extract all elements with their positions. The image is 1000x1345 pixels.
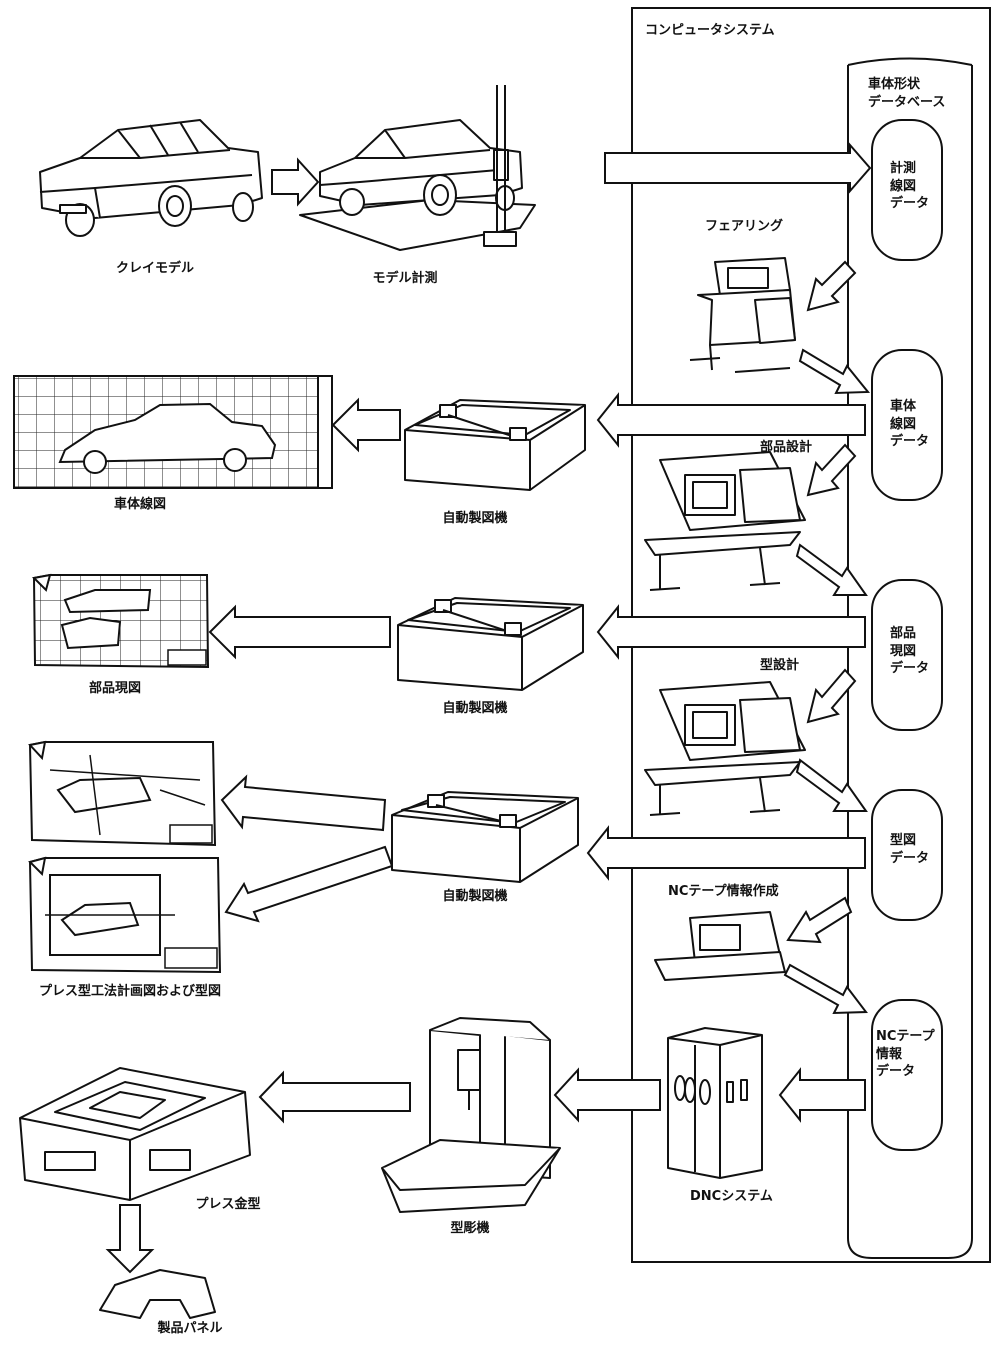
die-plan-sheet-2 xyxy=(28,856,222,974)
dnc-cabinet-drawing xyxy=(667,1027,763,1179)
body-lines-label: 車体線図 xyxy=(113,497,167,512)
plotter-1-drawing xyxy=(404,399,586,491)
milling-machine-label: 型彫機 xyxy=(450,1221,490,1236)
clay-model-car-drawing xyxy=(39,119,263,237)
part-design-label: 部品設計 xyxy=(760,440,813,455)
press-die-drawing xyxy=(19,1067,251,1201)
die-plan-sheet-1 xyxy=(28,740,217,847)
plotter-3-drawing xyxy=(391,791,579,883)
computer-system-boundary xyxy=(631,7,991,1263)
db-measurement-lines: 計測 線図 データ xyxy=(890,161,930,212)
arrow-clay-to-measure xyxy=(271,157,320,207)
fairing-label: フェアリング xyxy=(705,219,784,234)
part-drawing-sheet xyxy=(31,573,210,669)
flow-arrows-diagonal xyxy=(783,260,871,1015)
fairing-terminal-drawing xyxy=(689,257,796,373)
press-die-label: プレス金型 xyxy=(195,1197,261,1212)
arrow-plotter2-to-part xyxy=(208,604,391,660)
clay-model-label: クレイモデル xyxy=(115,261,195,276)
dnc-system-label: DNCシステム xyxy=(690,1189,773,1204)
arrow-to-plotter-1 xyxy=(596,392,866,448)
press-die-plan-label: プレス型工法計画図および型図 xyxy=(38,984,222,999)
db-part-drawing: 部品 現図 データ xyxy=(890,626,930,677)
product-panel-label: 製品パネル xyxy=(157,1321,223,1336)
database-column xyxy=(847,57,973,1259)
database-title: 車体形状 データベース xyxy=(868,77,946,110)
nc-tape-terminal-drawing xyxy=(654,911,786,981)
plotter-2-label: 自動製図機 xyxy=(442,701,508,716)
plotter-1-label: 自動製図機 xyxy=(442,511,508,526)
arrow-die-to-panel xyxy=(105,1204,155,1274)
plotter-2-drawing xyxy=(397,597,584,691)
arrow-plotter3-to-plan2 xyxy=(224,845,394,923)
database-capsules xyxy=(871,119,943,1151)
model-measurement-label: モデル計測 xyxy=(372,271,438,286)
arrow-dnc-to-mill xyxy=(553,1067,661,1123)
arrow-to-dnc xyxy=(778,1067,866,1123)
computer-system-title: コンピュータシステム xyxy=(645,23,775,38)
db-nc-tape: NCテープ 情報 データ xyxy=(876,1029,935,1080)
db-body-lines: 車体 線図 データ xyxy=(890,399,930,450)
die-design-label: 型設計 xyxy=(760,658,800,673)
arrow-to-plotter-3 xyxy=(586,825,866,881)
die-design-workstation-drawing xyxy=(644,681,806,816)
arrow-to-measure-db xyxy=(604,142,872,194)
model-measurement-drawing xyxy=(299,85,536,251)
db-die-drawing: 型図 データ xyxy=(890,833,930,866)
part-drawing-label: 部品現図 xyxy=(88,681,142,696)
plotter-3-label: 自動製図機 xyxy=(442,889,508,904)
nc-tape-creation-label: NCテープ情報作成 xyxy=(668,884,779,899)
arrow-mill-to-die xyxy=(258,1070,411,1124)
body-lines-drawing xyxy=(13,375,333,489)
arrow-plotter1-to-lines xyxy=(331,397,401,453)
product-panel-drawing xyxy=(99,1269,216,1319)
milling-machine-drawing xyxy=(381,1017,561,1213)
arrow-to-plotter-2 xyxy=(596,604,866,660)
part-design-workstation-drawing xyxy=(644,451,806,591)
arrow-plotter3-to-plan1 xyxy=(220,774,387,832)
